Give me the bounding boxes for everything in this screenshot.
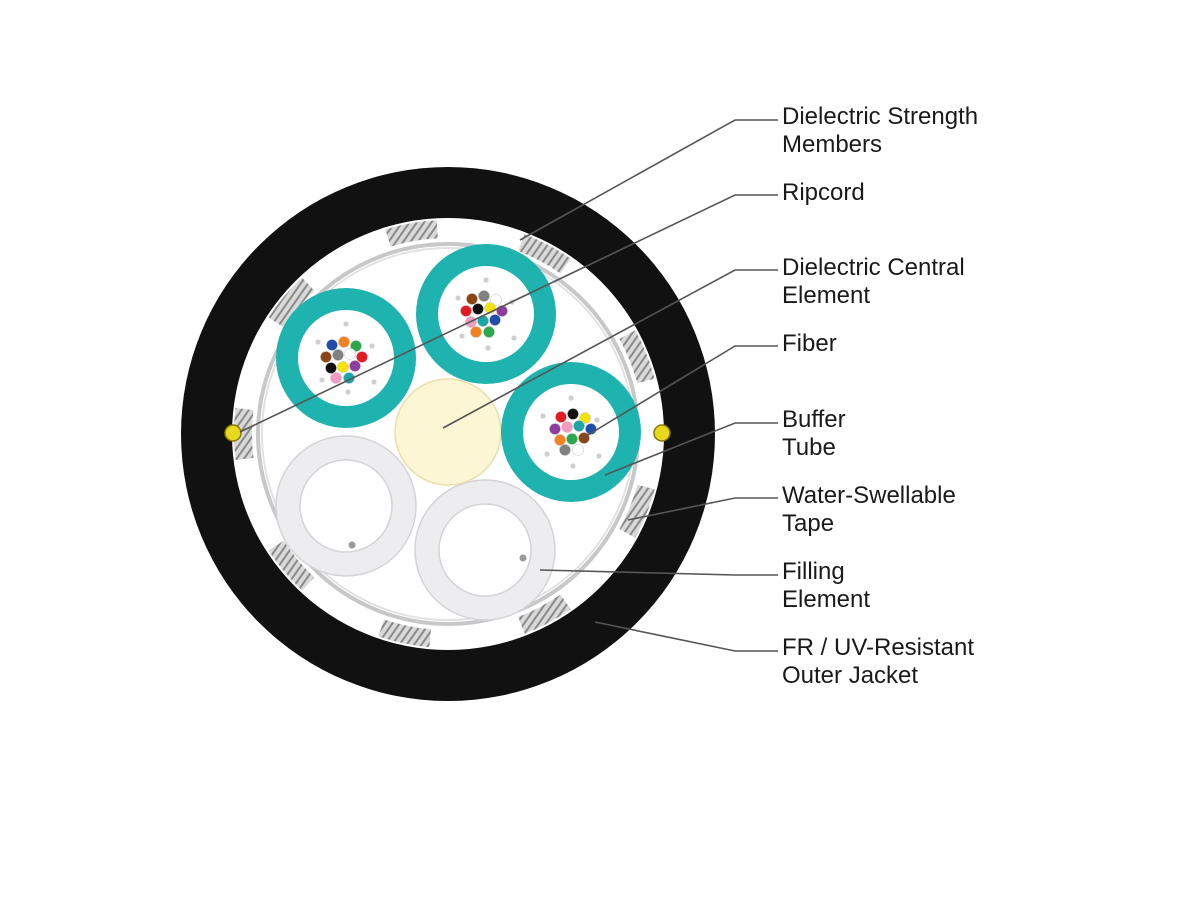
strength-member-strand: [518, 234, 571, 274]
fiber: [326, 339, 338, 351]
label-line: Ripcord: [782, 179, 865, 206]
fiber: [350, 340, 362, 352]
label-line: Outer Jacket: [782, 662, 919, 689]
label-line: Water-Swellable: [782, 482, 956, 509]
fiber: [470, 326, 482, 338]
fiber: [559, 444, 571, 456]
strength-member-strand: [518, 594, 571, 634]
label-outer-jacket: FR / UV-Resistant Outer Jacket: [782, 634, 974, 690]
fiber: [549, 423, 561, 435]
fiber: [573, 420, 585, 432]
fiber: [466, 293, 478, 305]
fiber: [330, 372, 342, 384]
leader-buffer: [604, 422, 778, 476]
filling-element-right: [414, 479, 556, 621]
strength-member-strand: [385, 220, 438, 247]
leader-filling: [539, 569, 778, 576]
label-water-swellable-tape: Water-Swellable Tape: [782, 482, 956, 538]
fiber: [579, 412, 591, 424]
fiber: [337, 361, 349, 373]
fiber: [489, 314, 501, 326]
buffer-tube: [501, 362, 641, 502]
fiber: [555, 411, 567, 423]
fiber: [478, 290, 490, 302]
label-line: Dielectric Strength: [782, 103, 979, 130]
dielectric-central-element: [394, 378, 502, 486]
label-filling-element: Filling Element: [782, 558, 870, 614]
strength-member-strand: [268, 540, 315, 591]
leader-central: [442, 269, 778, 429]
ripcord-left: [224, 424, 242, 442]
fiber: [490, 294, 502, 306]
strength-member-strand: [233, 407, 254, 461]
label-dielectric-central-element: Dielectric Central Element: [782, 254, 965, 310]
fiber: [356, 351, 368, 363]
label-line: Members: [782, 131, 883, 158]
fiber: [566, 433, 578, 445]
label-line: Tape: [782, 510, 835, 537]
label-line: Dielectric Central: [782, 254, 965, 281]
strength-member-strand: [378, 619, 431, 648]
buffer-tube: [276, 288, 416, 428]
dielectric-strength-members: [233, 220, 655, 648]
leader-tape: [627, 497, 778, 521]
fiber: [332, 349, 344, 361]
label-line: Tube: [782, 434, 836, 461]
filling-element-left: [275, 435, 417, 577]
label-line: Element: [782, 586, 871, 613]
strength-member-strand: [268, 277, 315, 328]
fiber: [561, 421, 573, 433]
fiber: [483, 326, 495, 338]
fiber: [325, 362, 337, 374]
label-line: Filling: [782, 558, 845, 585]
label-line: Fiber: [782, 330, 837, 357]
leader-fiber: [582, 345, 778, 439]
leader-ripcord: [239, 194, 778, 433]
strength-member-strand: [619, 484, 655, 538]
fiber: [320, 351, 332, 363]
label-line: Element: [782, 282, 871, 309]
label-line: Buffer: [782, 406, 846, 433]
fiber: [460, 305, 472, 317]
label-buffer-tube: Buffer Tube: [782, 406, 846, 462]
fiber: [472, 303, 484, 315]
label-ripcord: Ripcord: [782, 179, 865, 207]
fiber: [349, 360, 361, 372]
label-dielectric-strength-members: Dielectric Strength Members: [782, 103, 978, 159]
ripcord-right: [653, 424, 671, 442]
fiber: [554, 434, 566, 446]
strength-member-strand: [619, 330, 655, 384]
label-fiber: Fiber: [782, 330, 837, 358]
label-line: FR / UV-Resistant: [782, 634, 975, 661]
fiber: [338, 336, 350, 348]
fiber: [567, 408, 579, 420]
fiber: [344, 348, 356, 360]
leader-jacket: [594, 621, 778, 652]
fiber: [572, 444, 584, 456]
leader-strength: [519, 119, 778, 241]
leader-lines: [239, 119, 778, 652]
